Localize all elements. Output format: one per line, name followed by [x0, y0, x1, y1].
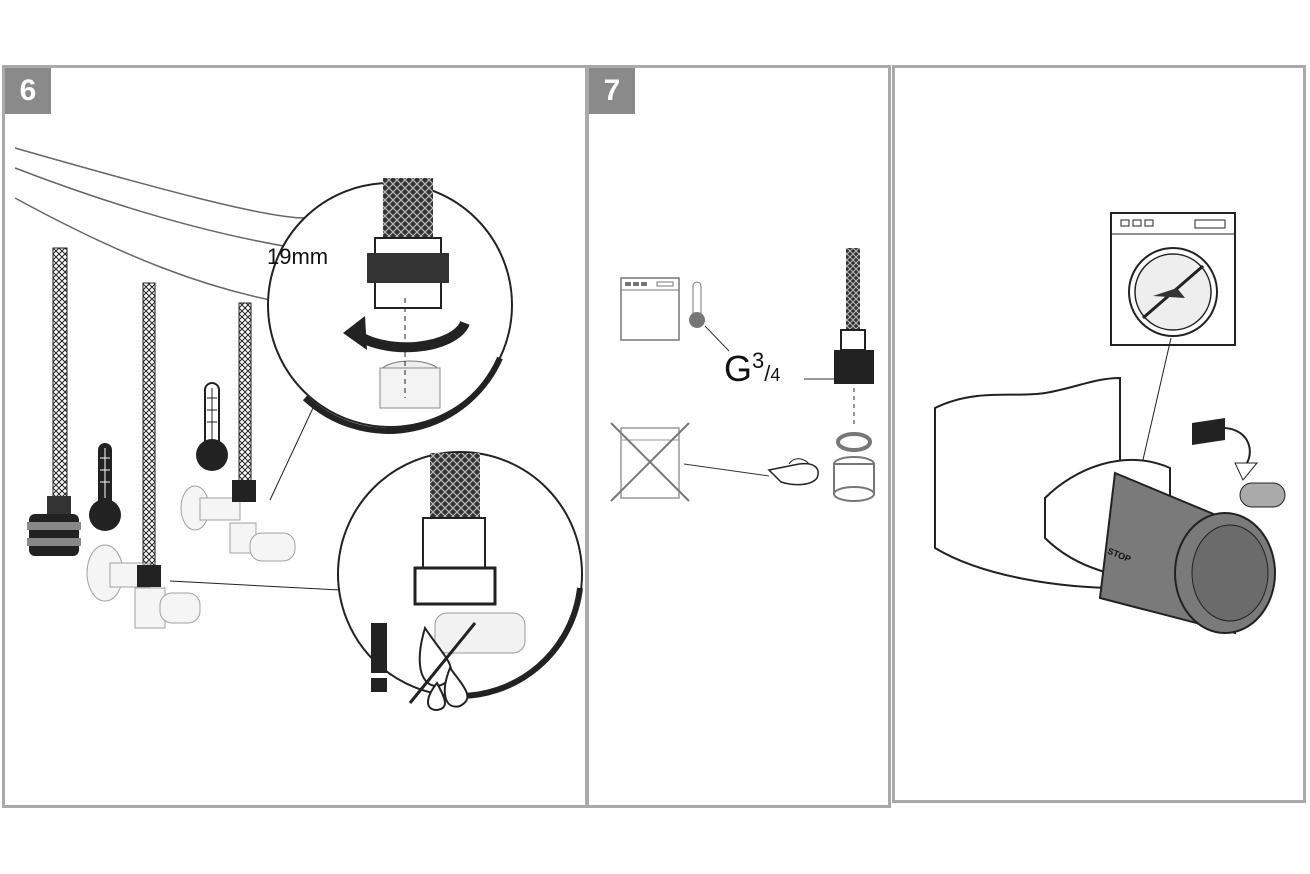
step-6-illustration — [14, 147, 583, 712]
crossed-dishwasher-icon — [610, 422, 690, 502]
step-7-badge: 7 — [589, 68, 635, 114]
thermometer-cold-icon — [196, 382, 228, 471]
thread-base: G — [724, 348, 753, 389]
thread-adapter — [833, 456, 875, 502]
detail-circle-wrench — [267, 178, 513, 434]
inlet-hose — [846, 248, 860, 333]
thread-denominator: 4 — [770, 365, 781, 385]
step-7-panel: 7 — [586, 65, 891, 808]
valve-lever — [1239, 482, 1286, 508]
appliance-base — [14, 147, 306, 304]
detail-circle-seal — [337, 451, 583, 700]
step-8-illustration — [934, 212, 1286, 635]
inlet-hose-left — [52, 247, 68, 499]
inlet-hose-middle — [142, 282, 156, 569]
angle-valve-right — [180, 485, 296, 562]
seal-washer — [836, 432, 872, 452]
thread-numerator: 3 — [752, 348, 765, 373]
step-6-panel: 6 — [2, 65, 588, 808]
callout-line-bottom — [169, 580, 341, 591]
hand-tighten-icon — [767, 458, 819, 486]
step-7-illustration — [610, 248, 875, 502]
callout-line-top — [269, 392, 321, 501]
step-8-panel: STOP — [892, 65, 1306, 803]
hose-nut — [834, 350, 874, 384]
wrench-size-label: 19mm — [267, 244, 329, 269]
thread-callout-line — [704, 325, 730, 352]
hose-nut-middle — [137, 565, 161, 587]
thermometer-hot-icon — [89, 443, 121, 531]
dishwasher-icon — [620, 277, 680, 341]
stop-knob — [1098, 471, 1276, 635]
hose-nut-right — [232, 480, 256, 502]
hose-fitting-left — [27, 496, 81, 556]
hand-callout-line — [683, 463, 770, 477]
washing-machine-icon — [1110, 212, 1236, 346]
step-6-badge: 6 — [5, 68, 51, 114]
thermometer-icon — [689, 281, 705, 328]
inlet-hose-right — [238, 302, 252, 484]
warning-exclamation-icon — [371, 623, 387, 692]
thread-size-label: G3/4 — [724, 348, 781, 389]
no-water-drop-icon — [408, 622, 477, 712]
rotate-arrow-icon — [351, 320, 470, 353]
rotate-arrow-icon — [1192, 418, 1259, 481]
